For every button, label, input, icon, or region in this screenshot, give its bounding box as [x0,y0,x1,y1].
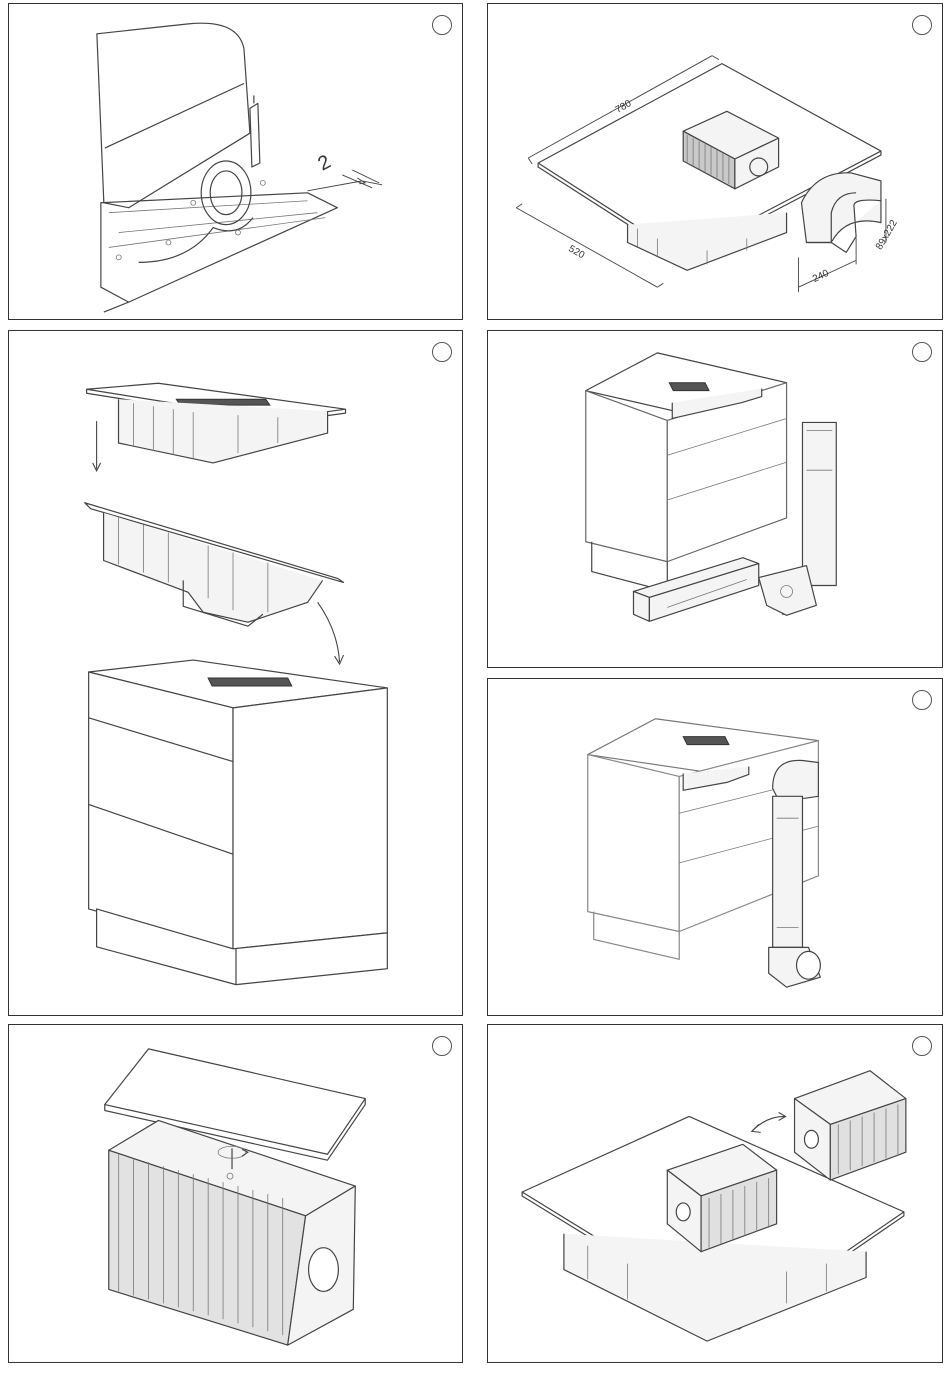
step-marker [432,1036,452,1056]
step-marker [912,690,932,710]
illustration-dimension-drawing: 780 520 240 89x222 [488,4,942,319]
figure-panel-4 [487,330,943,668]
dimension-label: 520 [566,244,586,262]
figure-panel-1: 2 [8,3,463,320]
dimension-label: 240 [811,268,831,285]
illustration-filter-replacement [488,1025,942,1362]
figure-panel-2: 780 520 240 89x222 [487,3,943,320]
figure-panel-5 [487,678,943,1016]
figure-panel-3 [8,330,463,1016]
step-marker [912,1036,932,1056]
illustration-duct-kit-rear [488,679,942,1015]
illustration-hob-installation [9,331,462,1015]
dimension-label: 2 [314,151,334,176]
figure-panel-7 [487,1024,943,1363]
illustration-duct-kit-plinth [488,331,942,667]
step-marker [432,15,452,35]
figure-panel-6 [8,1024,463,1363]
step-marker [912,15,932,35]
dimension-label: 89x222 [874,218,900,252]
illustration-hob-corner-detail: 2 [9,4,462,319]
step-marker [432,342,452,362]
step-marker [912,342,932,362]
illustration-filter-box-open [9,1025,462,1362]
